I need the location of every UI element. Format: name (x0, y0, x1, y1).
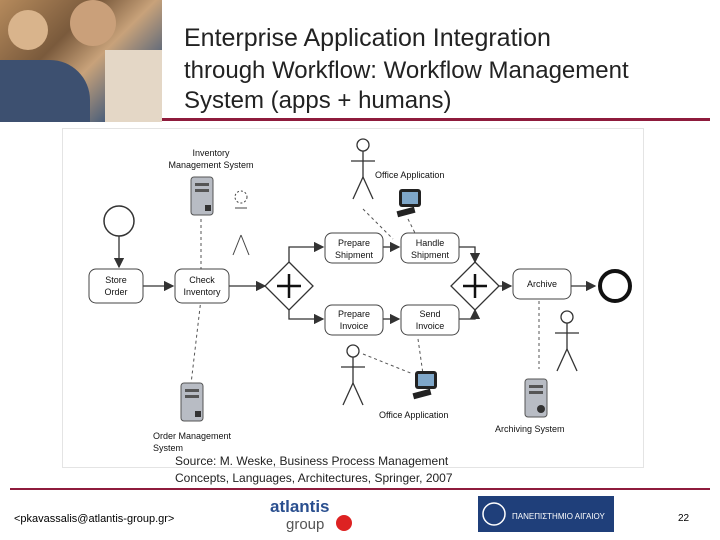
sequence-flows (113, 236, 597, 325)
office-application-bottom-label: Office Application (379, 410, 448, 420)
author-email: <pkavassalis@atlantis-group.gr> (14, 513, 175, 525)
order-server-icon (180, 382, 204, 422)
handle-shipment-label-2: Shipment (411, 250, 450, 260)
slide-title-line-3: System (apps + humans) (184, 87, 452, 114)
computer-top-icon (396, 189, 421, 218)
order-system-label-1: Order Management (153, 431, 232, 441)
workflow-diagram: Store Order Check Inventory Prepare Ship… (62, 128, 644, 468)
clerk-figure-icon (232, 190, 250, 256)
parallel-gateway-join (450, 261, 500, 311)
handle-shipment-label-1: Handle (416, 238, 445, 248)
task-handle-shipment (400, 232, 460, 264)
title-divider (162, 118, 710, 121)
person-bottom-icon (341, 344, 365, 406)
archive-server-icon (524, 378, 548, 418)
photo-person-3 (0, 60, 90, 122)
office-application-top-label: Office Application (375, 170, 444, 180)
person-archive-icon (555, 310, 579, 372)
page-number: 22 (678, 513, 690, 524)
photo-person-2 (70, 0, 116, 46)
task-archive (512, 268, 572, 300)
prepare-shipment-label-1: Prepare (338, 238, 370, 248)
person-top-icon (351, 138, 375, 200)
task-send-invoice (400, 304, 460, 336)
header-photo (0, 0, 162, 122)
end-event (598, 269, 632, 303)
task-prepare-invoice (324, 304, 384, 336)
inventory-server-icon (190, 176, 214, 216)
inventory-system-label-2: Management System (168, 160, 253, 170)
slide-title-line-2: through Workflow: Workflow Management (184, 57, 629, 84)
prepare-invoice-label-1: Prepare (338, 309, 370, 319)
task-check-inventory (174, 268, 230, 304)
send-invoice-label-2: Invoice (416, 321, 445, 331)
atlantis-group-logo: atlantis group (264, 495, 364, 533)
inventory-system-label-1: Inventory (192, 148, 230, 158)
atlantis-logo-line-2: group (286, 516, 324, 533)
workflow-diagram-svg: Store Order Check Inventory Prepare Ship… (88, 138, 632, 453)
aegean-university-logo: ΠΑΝΕΠΙΣΤΗΜΙΟ ΑΙΓΑΙΟΥ (478, 496, 614, 532)
task-prepare-shipment (324, 232, 384, 264)
check-inventory-label-2: Inventory (183, 287, 221, 297)
computer-bottom-icon (412, 371, 437, 400)
archiving-system-label: Archiving System (495, 424, 565, 434)
slide-title-line-1: Enterprise Application Integration (184, 24, 551, 52)
atlantis-logo-line-1: atlantis (270, 497, 330, 516)
store-order-label-2: Order (104, 287, 127, 297)
photo-table (105, 50, 162, 122)
start-event (103, 205, 135, 237)
archive-label: Archive (527, 279, 557, 289)
university-seal-icon (482, 502, 506, 526)
prepare-shipment-label-2: Shipment (335, 250, 374, 260)
check-inventory-label-1: Check (189, 275, 215, 285)
task-store-order (88, 268, 144, 304)
parallel-gateway-split (264, 261, 314, 311)
atlantis-logo-ball (336, 515, 352, 531)
prepare-invoice-label-2: Invoice (340, 321, 369, 331)
footer-divider (10, 488, 710, 490)
source-citation-line-1: Source: M. Weske, Business Process Manag… (175, 454, 449, 468)
university-logo-text: ΠΑΝΕΠΙΣΤΗΜΙΟ ΑΙΓΑΙΟΥ (512, 512, 605, 521)
send-invoice-label-1: Send (419, 309, 440, 319)
source-citation-line-2: Concepts, Languages, Architectures, Spri… (175, 471, 453, 485)
order-system-label-2: System (153, 443, 183, 453)
photo-person-1 (8, 10, 48, 50)
store-order-label-1: Store (105, 275, 127, 285)
